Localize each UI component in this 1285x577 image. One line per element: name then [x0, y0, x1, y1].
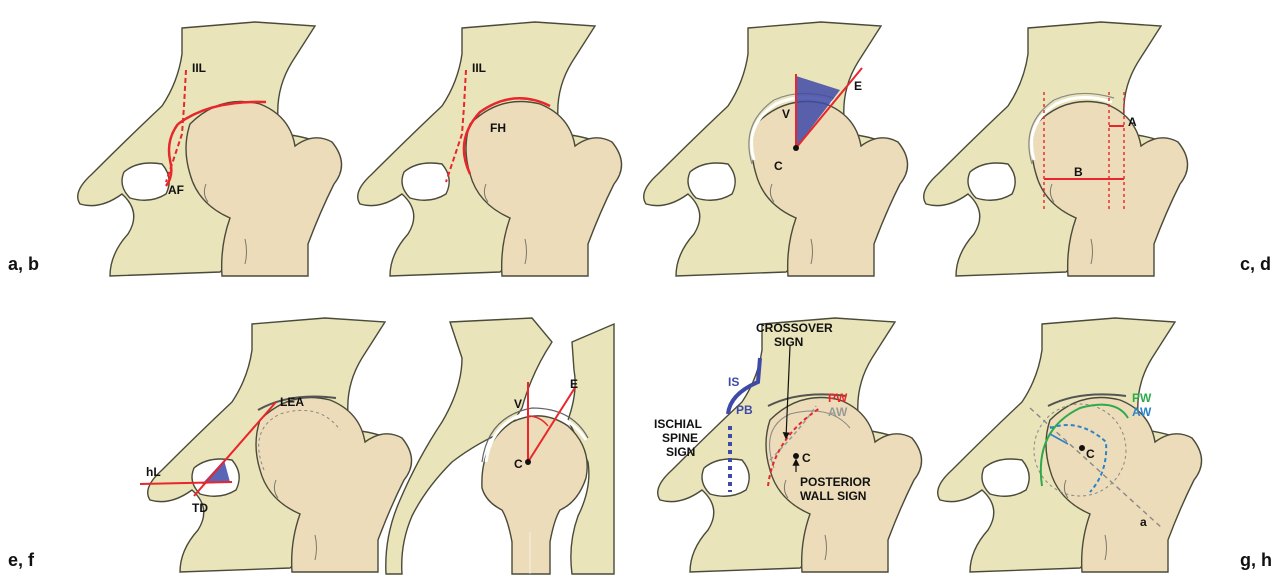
label-e: E [854, 79, 862, 93]
label-pb: PB [736, 403, 753, 417]
panel-h: PW AW C a [938, 318, 1202, 572]
center-point [525, 459, 531, 465]
label-b: B [1074, 165, 1083, 179]
label-ischial-2: SPINE [662, 431, 698, 445]
panel-a: IIL AF [78, 22, 342, 276]
panel-c: V E C [644, 22, 908, 276]
panel-b: IIL FH [358, 22, 622, 276]
panel-d: A B [924, 22, 1188, 276]
label-c: C [514, 457, 523, 471]
label-c: C [1086, 447, 1095, 461]
label-ischial-3: SIGN [666, 445, 695, 459]
label-gh: g, h [1240, 550, 1272, 570]
panel-g: CROSSOVER SIGN IS PB ISCHIAL SPINE SIGN … [654, 318, 922, 572]
label-v: V [514, 397, 522, 411]
label-td: TD [192, 501, 208, 515]
label-e: E [570, 377, 578, 391]
label-c: C [802, 451, 811, 465]
label-v: V [782, 107, 790, 121]
label-posterior-2: WALL SIGN [800, 489, 866, 503]
label-ab: a, b [8, 254, 39, 274]
center-point [793, 145, 799, 151]
label-lea: LEA [280, 395, 304, 409]
label-fh: FH [490, 121, 506, 135]
label-crossover-2: SIGN [774, 335, 803, 349]
label-iil: IIL [472, 61, 486, 75]
label-is: IS [728, 375, 739, 389]
label-aw: AW [1132, 405, 1152, 419]
label-ischial-1: ISCHIAL [654, 417, 702, 431]
label-posterior-1: POSTERIOR [800, 475, 871, 489]
label-crossover-1: CROSSOVER [756, 321, 833, 335]
center-point [1079, 445, 1085, 451]
label-af: AF [168, 183, 184, 197]
label-c: C [774, 159, 783, 173]
label-pw: PW [1132, 391, 1152, 405]
label-aw: AW [828, 405, 848, 419]
panel-e: LEA hL TD [140, 318, 412, 572]
label-iil: IIL [192, 61, 206, 75]
label-pw: PW [828, 391, 848, 405]
label-ef: e, f [8, 550, 35, 570]
label-hl: hL [146, 465, 161, 479]
label-a: a [1140, 515, 1147, 529]
center-point [793, 453, 799, 459]
label-cd: c, d [1240, 254, 1271, 274]
panel-f: V E C [386, 318, 614, 574]
label-a: A [1128, 115, 1137, 129]
